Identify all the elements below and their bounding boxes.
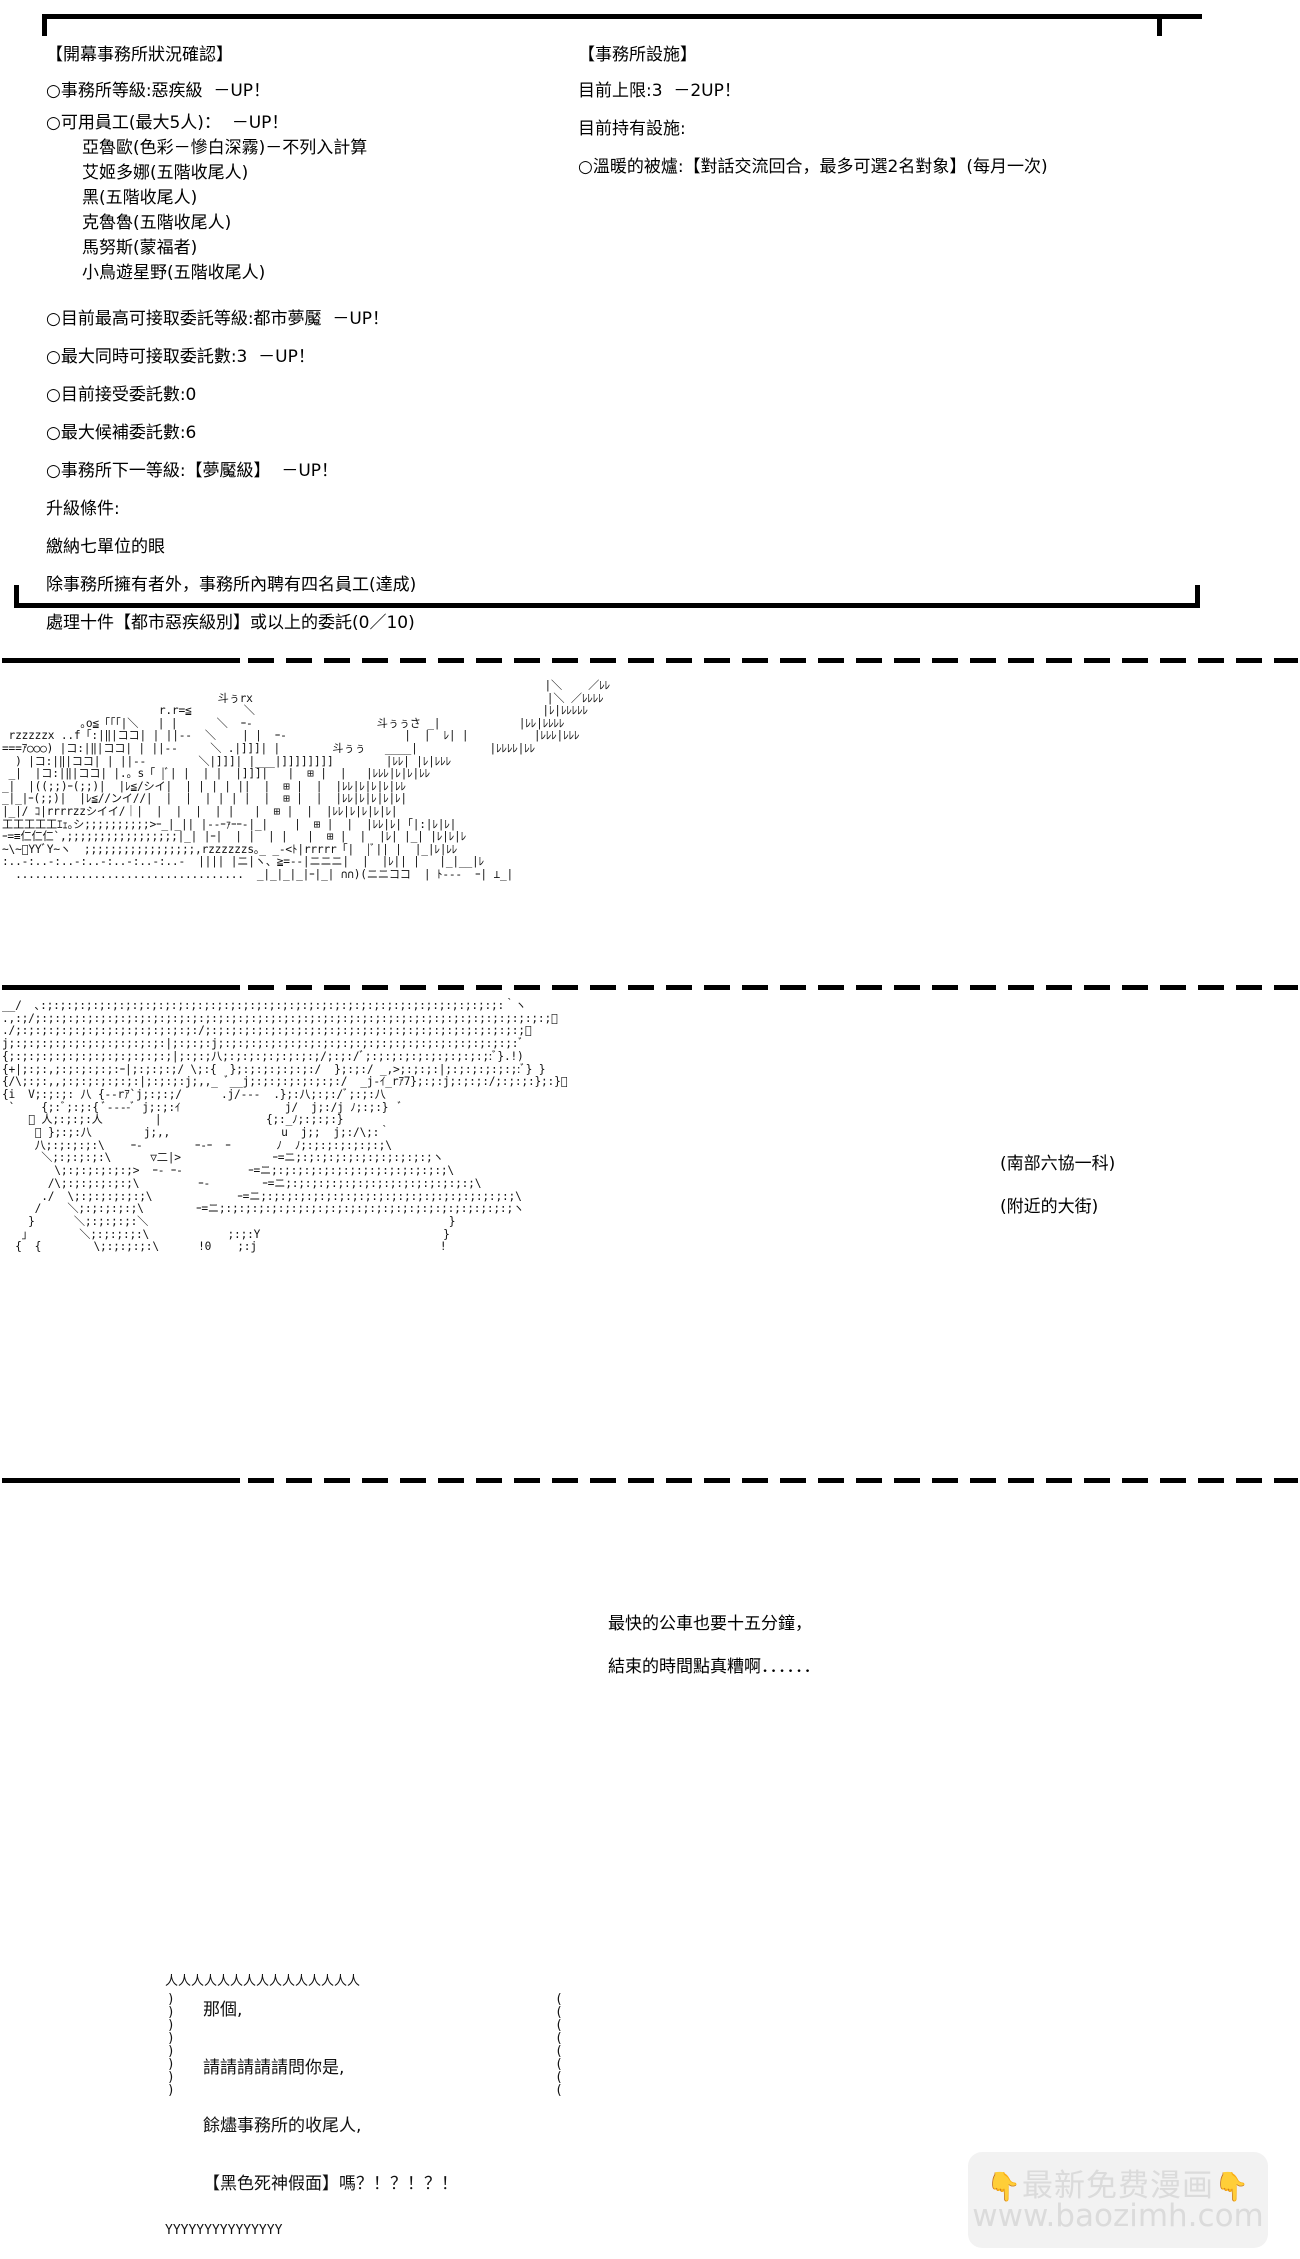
balloon-bottom-edge: YYYYYYYYYYYYYYY xyxy=(165,2223,283,2238)
panel-separator-lower-dashed xyxy=(248,1478,1298,1483)
panel-separator-upper-dashed xyxy=(248,658,1298,663)
narration-line-2: 結束的時間點真糟啊．．．．．． xyxy=(608,1657,821,1677)
panel-frame-top-line xyxy=(42,14,1202,19)
staff-item: 克魯魯(五階收尾人) xyxy=(82,213,232,233)
panel-frame-top-left-tick xyxy=(42,14,47,36)
current-accepted-commissions-line: ○目前接受委託數:0 xyxy=(46,385,197,405)
balloon-text-line: 那個, xyxy=(203,2000,243,2020)
upgrade-condition-item: 除事務所擁有者外，事務所內聘有四名員工(達成) xyxy=(46,575,417,595)
staff-item: 馬努斯(蒙福者) xyxy=(82,238,198,258)
max-concurrent-commissions-line: ○最大同時可接取委託數:3 －UP！ xyxy=(46,347,315,367)
location-label: (南部六協一科) xyxy=(1000,1154,1116,1174)
pointing-down-hand-icon-right: 👇 xyxy=(1214,2170,1250,2203)
site-watermark: 👇最新免费漫画👇 www.baozimh.com xyxy=(968,2152,1268,2248)
balloon-right-edge: ( ( ( ( ( ( ( ( xyxy=(555,1992,563,2098)
balloon-left-edge: ) ) ) ) ) ) ) ) xyxy=(167,1992,175,2098)
office-status-panel: 【開幕事務所狀況確認】 ○事務所等級:惡疾級 －UP！ ○可用員工(最大5人)：… xyxy=(0,0,1300,633)
owned-facilities-heading: 目前持有設施: xyxy=(578,119,686,139)
next-office-rank-line: ○事務所下一等級:【夢魘級】 －UP！ xyxy=(46,461,339,481)
staff-item: 小鳥遊星野(五階收尾人) xyxy=(82,263,266,283)
panel-frame-bottom-right-tick xyxy=(1195,585,1200,608)
panel-frame-top-right-tick xyxy=(1157,14,1162,36)
panel-frame-bottom-line xyxy=(14,603,1200,608)
max-candidate-commissions-line: ○最大候補委託數:6 xyxy=(46,423,197,443)
pointing-down-hand-icon-left: 👇 xyxy=(986,2170,1022,2203)
panel-separator-lower-left xyxy=(2,1478,240,1483)
staff-item: 黑(五階收尾人) xyxy=(82,188,198,208)
facilities-heading: 【事務所設施】 xyxy=(578,45,697,64)
watermark-row-top: 👇最新免费漫画👇 xyxy=(968,2160,1268,2205)
watermark-url-text: www.baozimh.com xyxy=(972,2198,1264,2234)
office-rank-line: ○事務所等級:惡疾級 －UP！ xyxy=(46,81,271,101)
watermark-title-text: 最新免费漫画 xyxy=(1022,2168,1214,2204)
status-right-column: 【事務所設施】 目前上限:3 －2UP！ 目前持有設施: ○溫暖的被爐:【對話交… xyxy=(578,38,1258,186)
balloon-text-line: 餘燼事務所的收尾人, xyxy=(203,2116,362,2136)
panel-separator-mid-left xyxy=(2,985,240,990)
facility-limit-line: 目前上限:3 －2UP！ xyxy=(578,81,741,101)
upgrade-condition-item: 處理十件【都市惡疾級別】或以上的委託(0／10) xyxy=(46,613,415,633)
staff-item: 亞魯歐(色彩－慘白深霧)－不列入計算 xyxy=(82,138,368,158)
status-left-column: 【開幕事務所狀況確認】 ○事務所等級:惡疾級 －UP！ ○可用員工(最大5人)：… xyxy=(46,38,566,642)
balloon-text-line: 請請請請請問你是, xyxy=(203,2058,345,2078)
balloon-text-line: 【黑色死神假面】嗎？！？！？！ xyxy=(203,2174,458,2194)
panel-separator-mid-dashed xyxy=(248,985,1298,990)
panel-separator-upper-left xyxy=(2,658,240,663)
max-commission-rank-line: ○目前最高可接取委託等級:都市夢魘 －UP！ xyxy=(46,309,390,329)
upgrade-condition-item: 繳納七單位的眼 xyxy=(46,537,165,557)
balloon-top-edge: 人人人人人人人人人人人人人人人 xyxy=(165,1974,361,1989)
character-portrait-ascii-art: __/ ､:;:;:;:;:;:;:;:;:;:;:;:;:;:;:;:;:;:… xyxy=(2,999,568,1254)
status-heading: 【開幕事務所狀況確認】 xyxy=(46,45,233,64)
staff-heading: ○可用員工(最大5人)： －UP！ xyxy=(46,113,289,133)
narration-line-1: 最快的公車也要十五分鐘， xyxy=(608,1614,812,1634)
staff-item: 艾姬多娜(五階收尾人) xyxy=(82,163,249,183)
city-skyline-ascii-art: |＼ ／ﾚﾚ 斗ぅrx |＼ ／ﾚﾚﾚﾚ r.r=≦ ＼ |ﾚ|ﾚﾚﾚﾚﾚ xyxy=(2,679,610,881)
facility-item: ○溫暖的被爐:【對話交流回合，最多可選2名對象】(每月一次) xyxy=(578,157,1048,177)
upgrade-conditions-heading: 升級條件: xyxy=(46,499,120,519)
speech-balloon: 人人人人人人人人人人人人人人人 YYYYYYYYYYYYYYY ) ) ) ) … xyxy=(165,1975,570,2245)
sublocation-label: (附近的大街) xyxy=(1000,1197,1099,1217)
panel-frame-bottom-left-tick xyxy=(14,585,19,608)
